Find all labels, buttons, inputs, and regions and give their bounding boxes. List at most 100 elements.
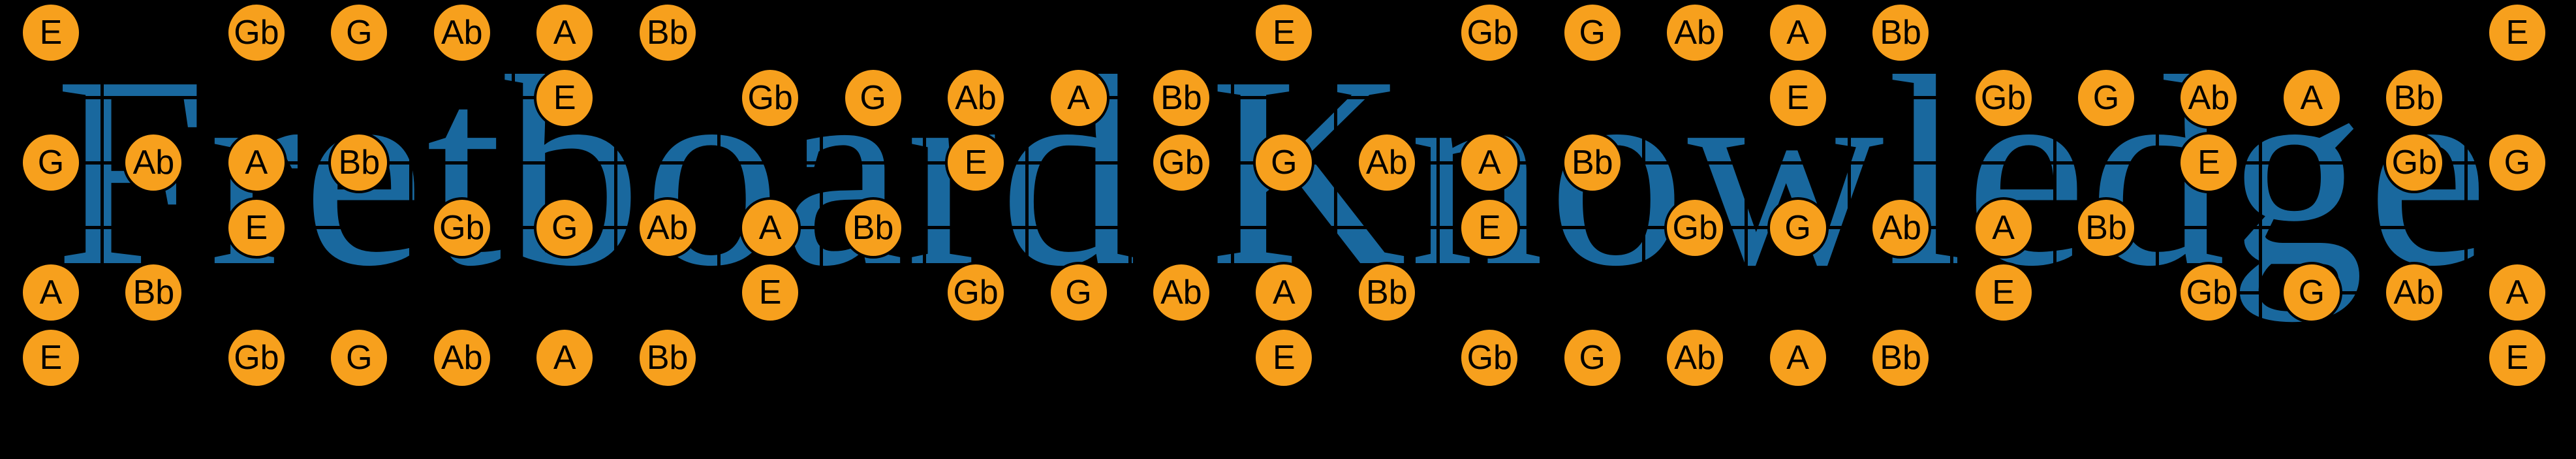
fret-line xyxy=(717,29,721,361)
note-label: E xyxy=(39,338,63,377)
note-marker: E xyxy=(225,197,287,259)
note-label: G xyxy=(1065,274,1092,311)
note-label: Gb xyxy=(1672,208,1718,247)
note-label: A xyxy=(1067,78,1090,117)
note-label: E xyxy=(245,208,268,247)
note-label: Bb xyxy=(338,144,380,182)
note-label: Ab xyxy=(1880,208,1921,247)
note-label: Gb xyxy=(2391,144,2438,182)
note-marker: Gb xyxy=(1664,197,1726,259)
note-label: Ab xyxy=(2188,78,2230,117)
note-marker: Ab xyxy=(1870,197,1932,259)
note-marker: A xyxy=(1767,326,1829,388)
note-marker: Ab xyxy=(1356,132,1418,193)
string-line xyxy=(16,96,2558,99)
note-label: E xyxy=(1273,338,1296,377)
note-marker: G xyxy=(1767,197,1829,259)
note-marker: Bb xyxy=(1356,262,1418,323)
note-label: A xyxy=(2300,78,2323,117)
fret-line xyxy=(2156,29,2160,361)
note-marker: Ab xyxy=(945,67,1007,129)
fret-line xyxy=(1231,29,1235,361)
note-label: Ab xyxy=(441,14,483,52)
note-label: A xyxy=(1992,208,2015,247)
note-label: E xyxy=(2506,14,2529,52)
note-label: Gb xyxy=(1466,338,1512,377)
note-marker: G xyxy=(842,67,904,129)
note-marker: A xyxy=(1047,67,1110,129)
note-label: A xyxy=(1786,14,1809,52)
note-marker: A xyxy=(2280,67,2342,129)
note-marker: Bb xyxy=(2383,67,2445,129)
note-marker: A xyxy=(1767,2,1829,63)
note-marker: Ab xyxy=(431,2,493,63)
note-marker: Ab xyxy=(431,326,493,388)
fret-line xyxy=(2361,29,2365,361)
note-label: Bb xyxy=(1160,78,1202,117)
note-label: A xyxy=(1786,338,1809,377)
note-label: A xyxy=(1478,144,1501,182)
fret-line xyxy=(203,29,207,361)
note-label: Gb xyxy=(439,208,485,247)
note-label: G xyxy=(2092,78,2120,117)
note-label: E xyxy=(758,274,782,311)
note-marker: Gb xyxy=(1150,132,1212,193)
note-marker: A xyxy=(1253,262,1315,323)
note-marker: A xyxy=(2486,262,2548,323)
fret-line xyxy=(614,29,618,361)
note-marker: A xyxy=(225,132,287,193)
fret-line xyxy=(1539,29,1543,361)
note-label: A xyxy=(1273,274,1296,311)
note-label: G xyxy=(1579,338,1606,377)
note-marker: Ab xyxy=(1150,262,1212,323)
note-label: Ab xyxy=(1160,274,1202,311)
note-marker: Bb xyxy=(2075,197,2137,259)
note-marker: E xyxy=(2178,132,2240,193)
note-marker: Gb xyxy=(431,197,493,259)
note-marker: Gb xyxy=(1459,326,1521,388)
note-marker: E xyxy=(945,132,1007,193)
note-label: A xyxy=(2506,274,2529,311)
note-marker: E xyxy=(20,2,82,63)
note-marker: G xyxy=(534,197,596,259)
note-marker: G xyxy=(1561,326,1623,388)
note-label: Ab xyxy=(2393,274,2436,311)
note-label: Ab xyxy=(1674,14,1716,52)
note-marker: G xyxy=(328,2,390,63)
note-marker: G xyxy=(2280,262,2342,323)
note-label: G xyxy=(1579,14,1606,52)
note-label: G xyxy=(2298,274,2325,311)
note-marker: Gb xyxy=(2383,132,2445,193)
note-marker: A xyxy=(739,197,801,259)
note-label: E xyxy=(1478,208,1501,247)
note-marker: Ab xyxy=(636,197,698,259)
note-label: Ab xyxy=(1674,338,1716,377)
note-marker: Bb xyxy=(1561,132,1623,193)
note-marker: A xyxy=(1459,132,1521,193)
note-label: Bb xyxy=(2393,78,2436,117)
note-marker: E xyxy=(2486,326,2548,388)
note-label: E xyxy=(1992,274,2015,311)
note-marker: Bb xyxy=(636,2,698,63)
note-marker: Ab xyxy=(1664,2,1726,63)
note-marker: G xyxy=(2486,132,2548,193)
note-label: Ab xyxy=(1366,144,1408,182)
note-marker: Ab xyxy=(2383,262,2445,323)
note-marker: Bb xyxy=(636,326,698,388)
note-marker: Ab xyxy=(123,132,185,193)
note-marker: E xyxy=(2486,2,2548,63)
note-label: Ab xyxy=(441,338,483,377)
note-label: G xyxy=(1784,208,1811,247)
note-label: E xyxy=(964,144,987,182)
note-label: Gb xyxy=(953,274,999,311)
note-marker: Bb xyxy=(1870,326,1932,388)
note-marker: A xyxy=(20,262,82,323)
note-label: E xyxy=(1273,14,1296,52)
note-marker: E xyxy=(20,326,82,388)
fret-line xyxy=(1025,29,1029,361)
note-marker: G xyxy=(2075,67,2137,129)
fret-line xyxy=(1641,29,1645,361)
note-label: G xyxy=(2504,144,2531,182)
fret-line xyxy=(2464,29,2468,361)
fret-line xyxy=(1745,29,1748,361)
